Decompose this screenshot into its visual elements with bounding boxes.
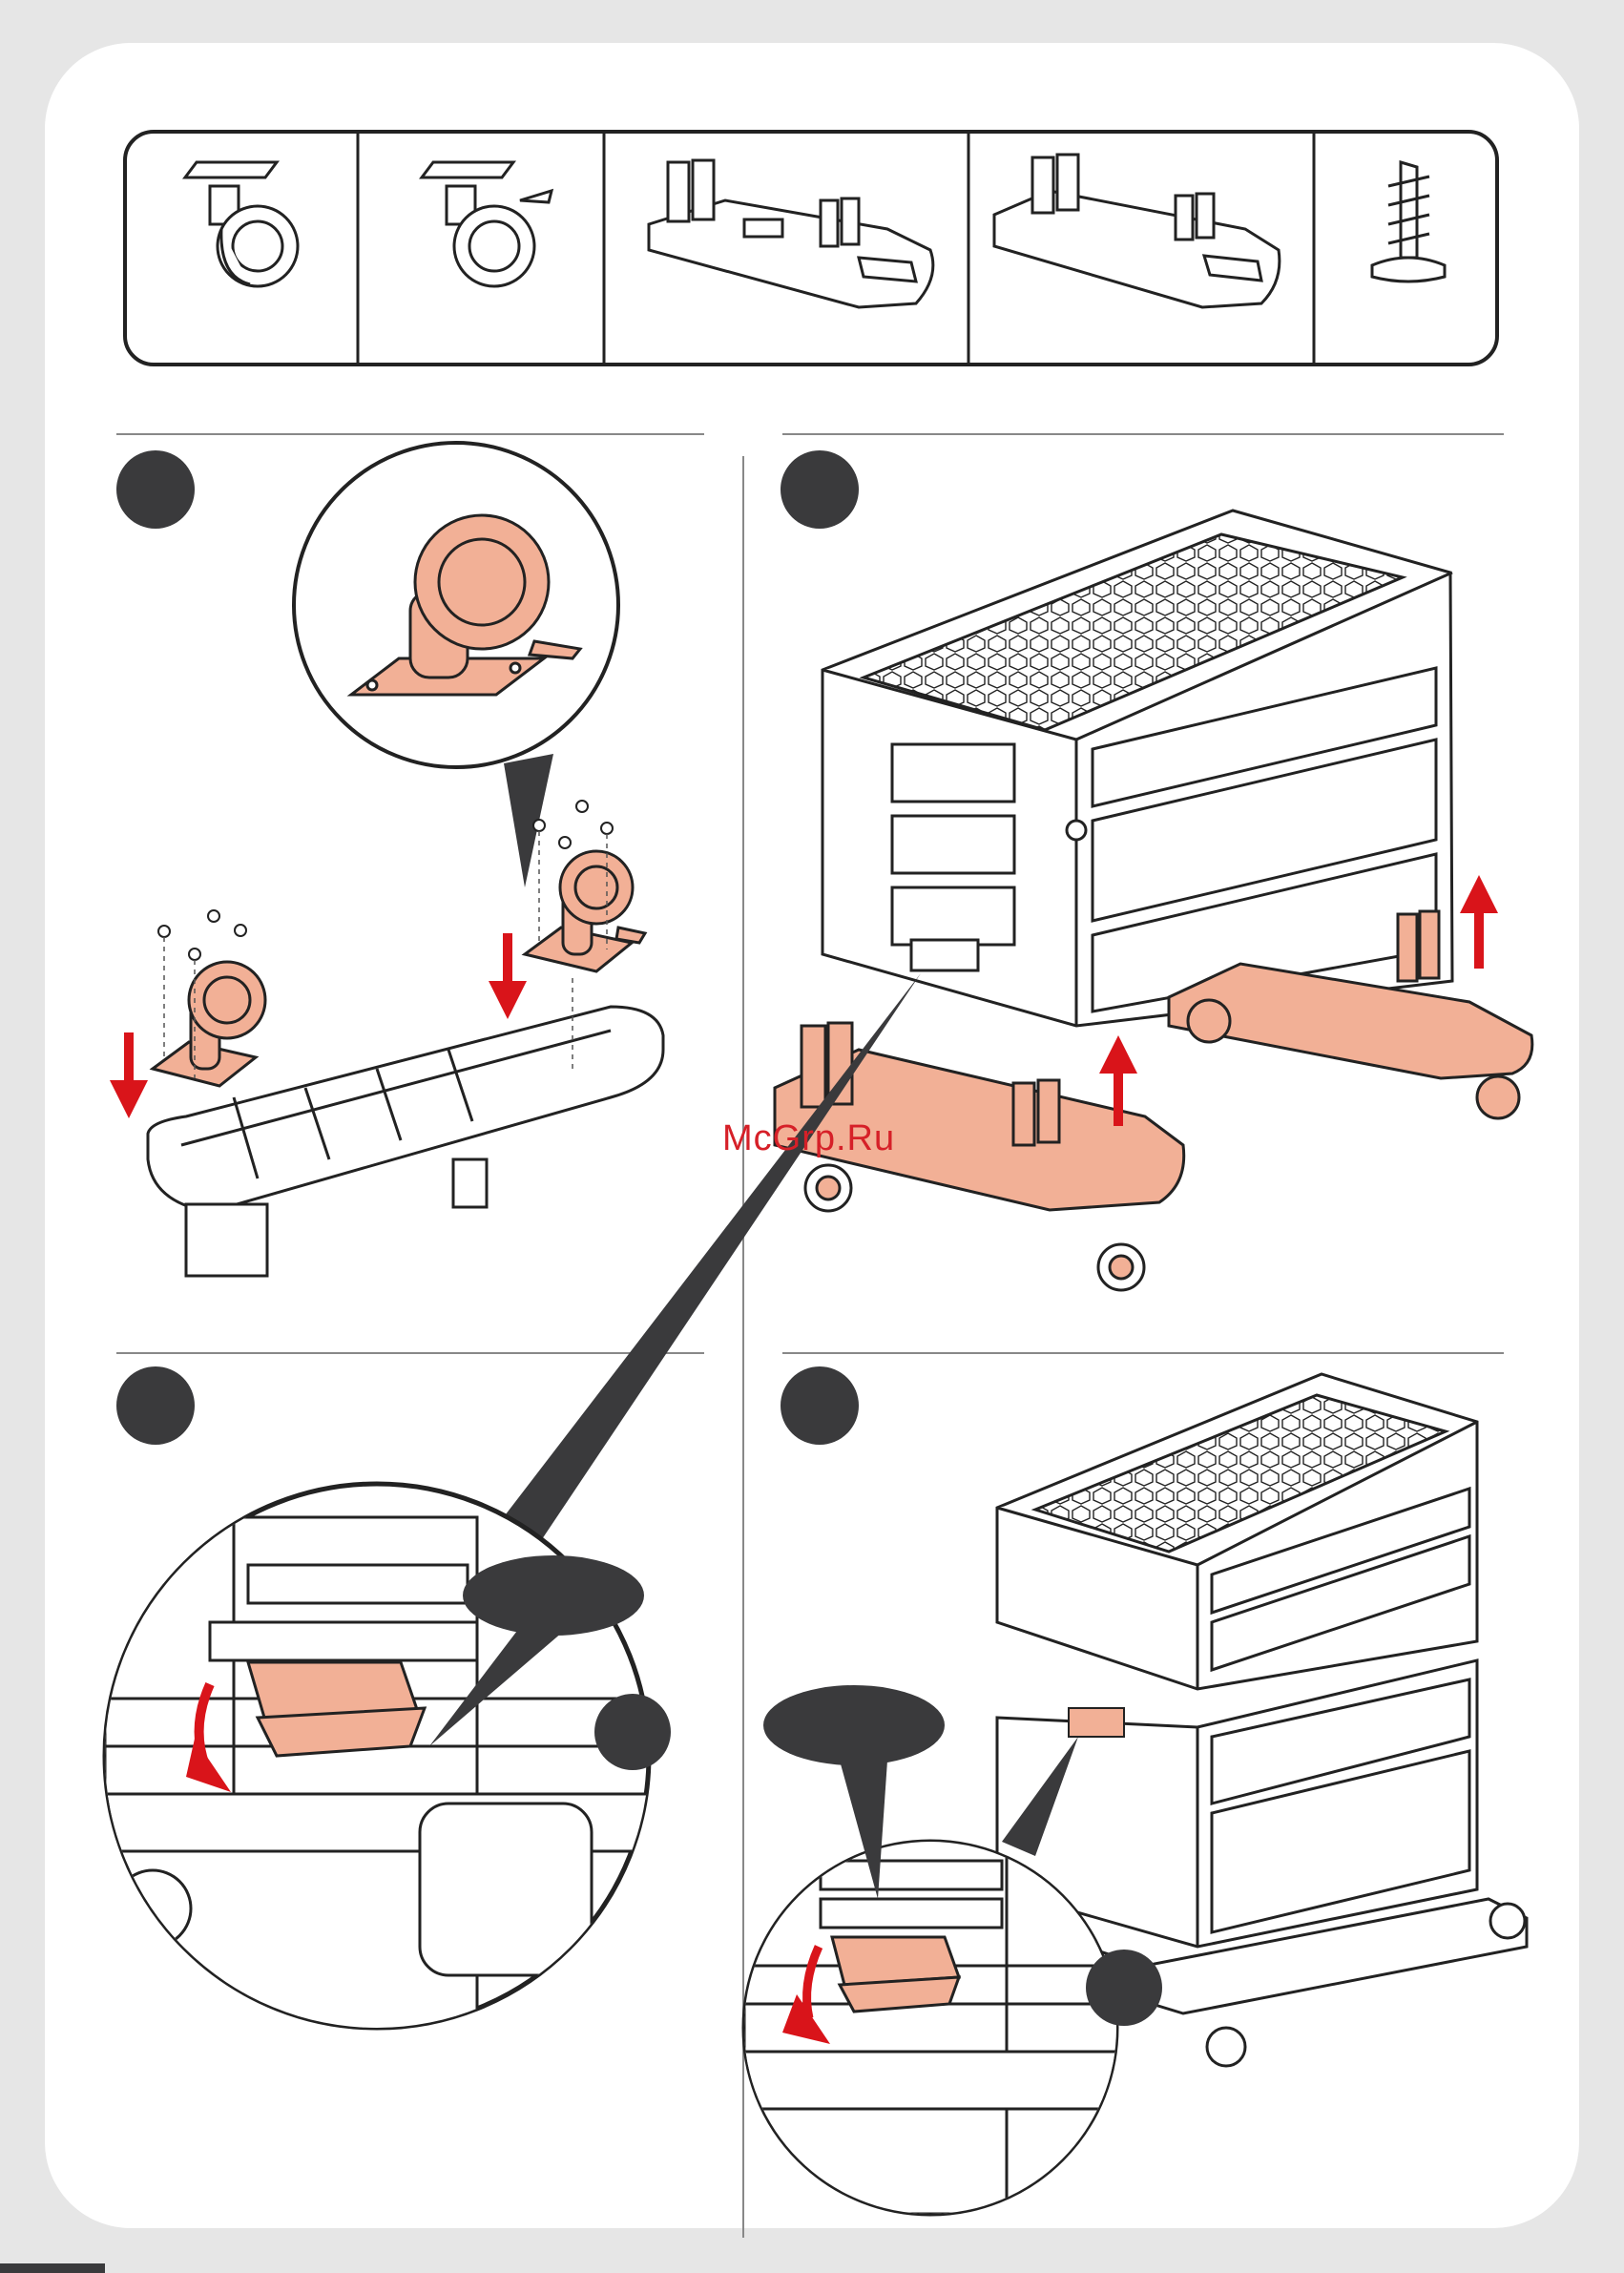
step3-illustration [105,1484,658,2090]
latch-orange [1069,1708,1124,1737]
down-arrow-left [110,1032,148,1118]
up-arrow-rear [1460,875,1498,969]
watermark-text: McGrp.Ru [722,1118,895,1159]
screws-group [158,801,613,960]
step2-badge [781,450,859,529]
storage-box [822,511,1452,1026]
step3-badge [116,1366,195,1445]
step3-substep-badge [594,1694,671,1770]
click-callout-step4 [763,1685,945,1765]
page-edge-tab [0,2263,105,2273]
caster-left [153,962,265,1086]
click-callout [463,1555,644,1636]
step4-illustration [744,1374,1527,2214]
step1-illustration [110,443,663,1276]
zoom-pointer [504,754,553,887]
caster-right [525,851,645,971]
step1-badge [116,450,195,529]
down-arrow-right [489,933,527,1019]
step4-badge [781,1366,859,1445]
step4-substep-badge [1086,1950,1162,2026]
rail-white [148,1007,663,1276]
step2-illustration [775,511,1532,1290]
parts-row [125,132,1497,365]
